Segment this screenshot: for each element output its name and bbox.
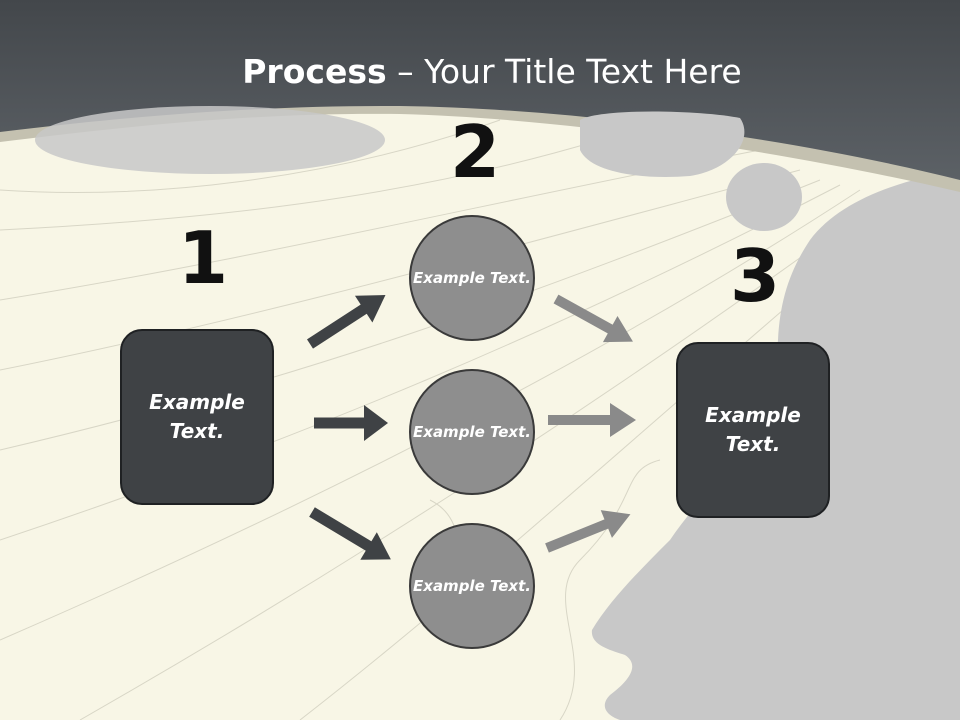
right-step-box: Example Text. [676, 342, 830, 518]
header-blob-right [580, 111, 745, 177]
top-option-circle: Example Text. [409, 215, 535, 341]
header-band [0, 0, 960, 180]
arrow-to-middle-circle [314, 405, 388, 441]
step-number-2: 2 [450, 110, 501, 194]
left-step-box: Example Text. [120, 329, 274, 505]
slide-title: Process – Your Title Text Here [0, 52, 960, 91]
title-rest: – Your Title Text Here [386, 52, 742, 91]
title-bold: Process [242, 52, 387, 91]
arrow-to-top-circle [307, 294, 386, 349]
bottom-option-circle: Example Text. [409, 523, 535, 649]
step-number-3: 3 [730, 234, 781, 318]
header-blob-left [35, 106, 385, 174]
middle-option-circle: Example Text. [409, 369, 535, 495]
silhouette-spot [726, 163, 802, 231]
arrow-bottom-to-right-box [545, 510, 631, 553]
step-number-1: 1 [178, 216, 229, 300]
arrow-to-bottom-circle [309, 507, 391, 560]
arrow-top-to-right-box [553, 294, 633, 343]
arrow-middle-to-right-box [548, 403, 636, 437]
